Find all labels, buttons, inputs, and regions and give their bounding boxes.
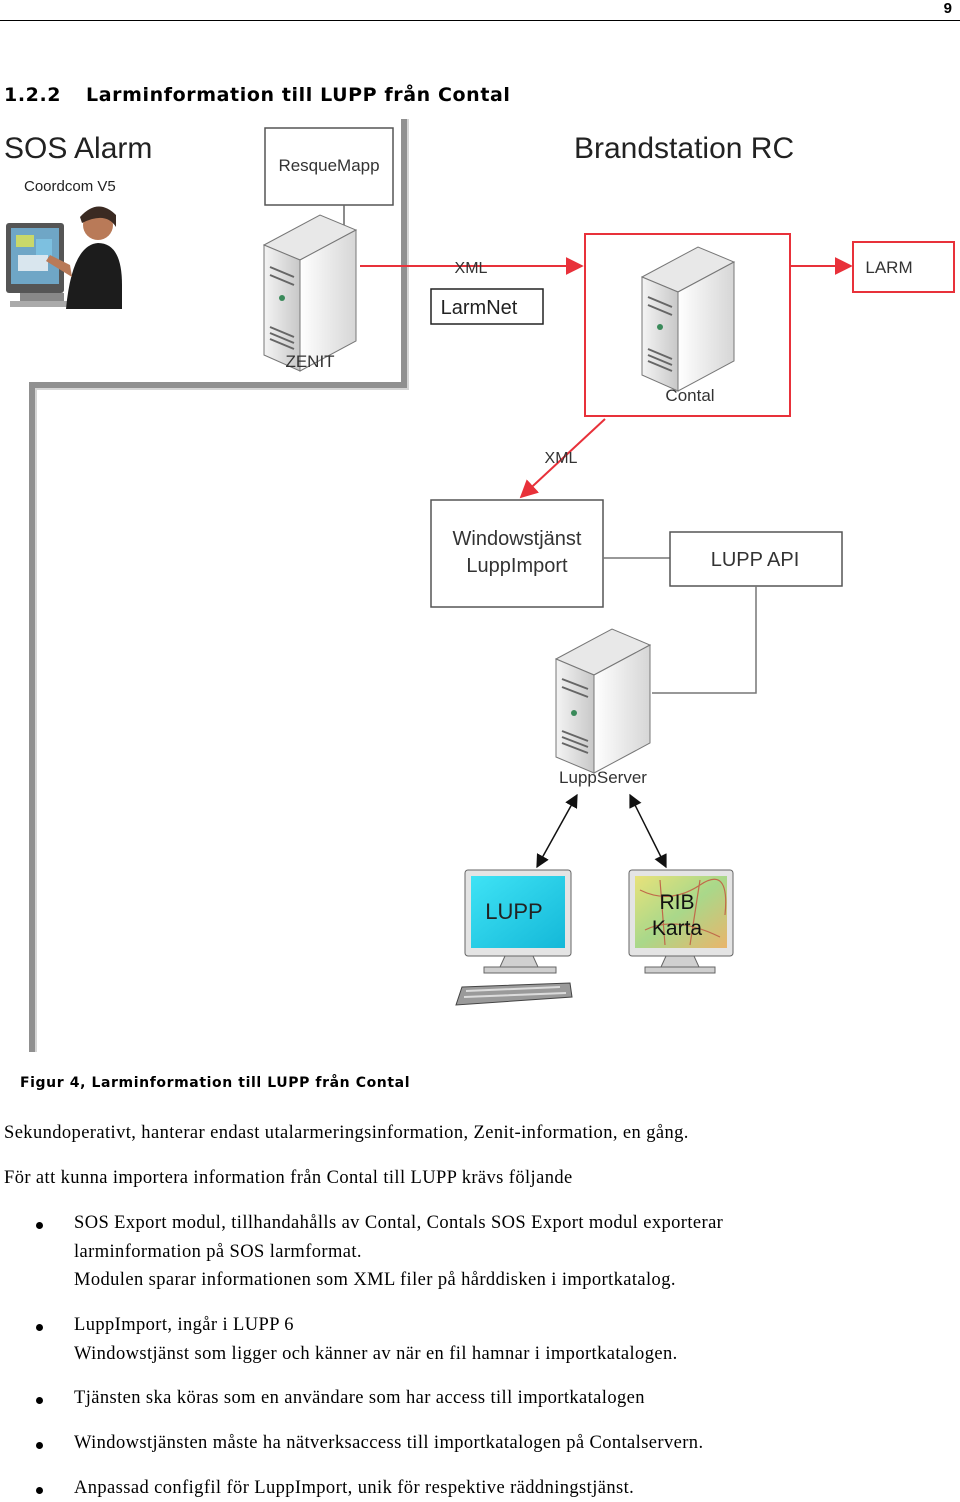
rib-label-line2: Karta <box>652 917 703 940</box>
bullet-dot <box>36 1324 43 1331</box>
contal-box: Contal <box>584 233 791 417</box>
paragraph-intro: För att kunna importera information från… <box>4 1168 573 1188</box>
server-rib-arrow <box>629 793 667 869</box>
bullet-text: larminformation på SOS larmformat. <box>74 1242 362 1262</box>
bullet-text: Windowstjänsten måste ha nätverksaccess … <box>74 1433 704 1453</box>
bullet-dot <box>36 1222 43 1229</box>
resquemapp-box: ResqueMapp <box>264 127 394 206</box>
bullet-dot <box>36 1397 43 1404</box>
larmnet-box: LarmNet <box>430 288 544 325</box>
contal-label: Contal <box>665 386 714 405</box>
xml-mid-label: XML <box>545 450 578 467</box>
section-title: Larminformation till LUPP från Contal <box>86 84 511 106</box>
section-number: 1.2.2 <box>4 84 62 106</box>
rib-label-line1: RIB <box>659 891 694 914</box>
windowstjanst-box: Windowstjänst LuppImport <box>430 499 604 608</box>
paragraph-sekundoperativt: Sekundoperativt, hanterar endast utalarm… <box>4 1123 689 1143</box>
page-number: 9 <box>943 0 952 17</box>
luppserver <box>554 628 652 774</box>
windowstjanst-line1: Windowstjänst <box>453 528 582 550</box>
bullet-text: Modulen sparar informationen som XML fil… <box>74 1270 676 1290</box>
lupp-client <box>455 869 573 1006</box>
larmnet-label: LarmNet <box>441 297 518 319</box>
larm-label: LARM <box>865 258 912 277</box>
api-server-connector <box>652 586 757 694</box>
luppserver-label: LuppServer <box>559 768 647 787</box>
resquemapp-label: ResqueMapp <box>278 156 379 175</box>
bullet-text: LuppImport, ingår i LUPP 6 <box>74 1315 294 1335</box>
bullet-dot <box>36 1442 43 1449</box>
header-rule <box>0 20 960 21</box>
rib-karta-client <box>628 869 734 974</box>
server-lupp-arrow <box>536 793 578 869</box>
bullet-text: Anpassad configfil för LuppImport, unik … <box>74 1478 635 1498</box>
zenit-label: ZENIT <box>285 352 334 371</box>
sos-alarm-title: SOS Alarm <box>4 132 152 165</box>
section-heading: 1.2.2 Larminformation till LUPP från Cont… <box>4 84 511 106</box>
figure-caption: Figur 4, Larminformation till LUPP från … <box>20 1075 411 1091</box>
bullet-text: SOS Export modul, tillhandahålls av Cont… <box>74 1213 724 1233</box>
brandstation-title: Brandstation RC <box>574 132 794 165</box>
architecture-diagram: SOS Alarm Coordcom V5 ResqueMapp ZENIT X… <box>4 119 955 1052</box>
zenit-server <box>262 214 358 372</box>
operator-illustration <box>6 206 122 309</box>
windowstjanst-line2: LuppImport <box>466 555 568 577</box>
lupp-api-label: LUPP API <box>711 549 800 571</box>
xml-top-label: XML <box>455 260 488 277</box>
xml-arrow-contal-to-import <box>519 418 606 499</box>
zone-boundary <box>29 119 409 1052</box>
bullet-dot <box>36 1487 43 1494</box>
lupp-screen-label: LUPP <box>485 899 542 924</box>
bullet-text: Windowstjänst som ligger och känner av n… <box>74 1344 678 1364</box>
larm-box: LARM <box>852 241 955 293</box>
lupp-api-box: LUPP API <box>669 531 843 587</box>
bullet-text: Tjänsten ska köras som en användare som … <box>74 1388 645 1408</box>
sos-alarm-subtitle: Coordcom V5 <box>24 178 116 195</box>
